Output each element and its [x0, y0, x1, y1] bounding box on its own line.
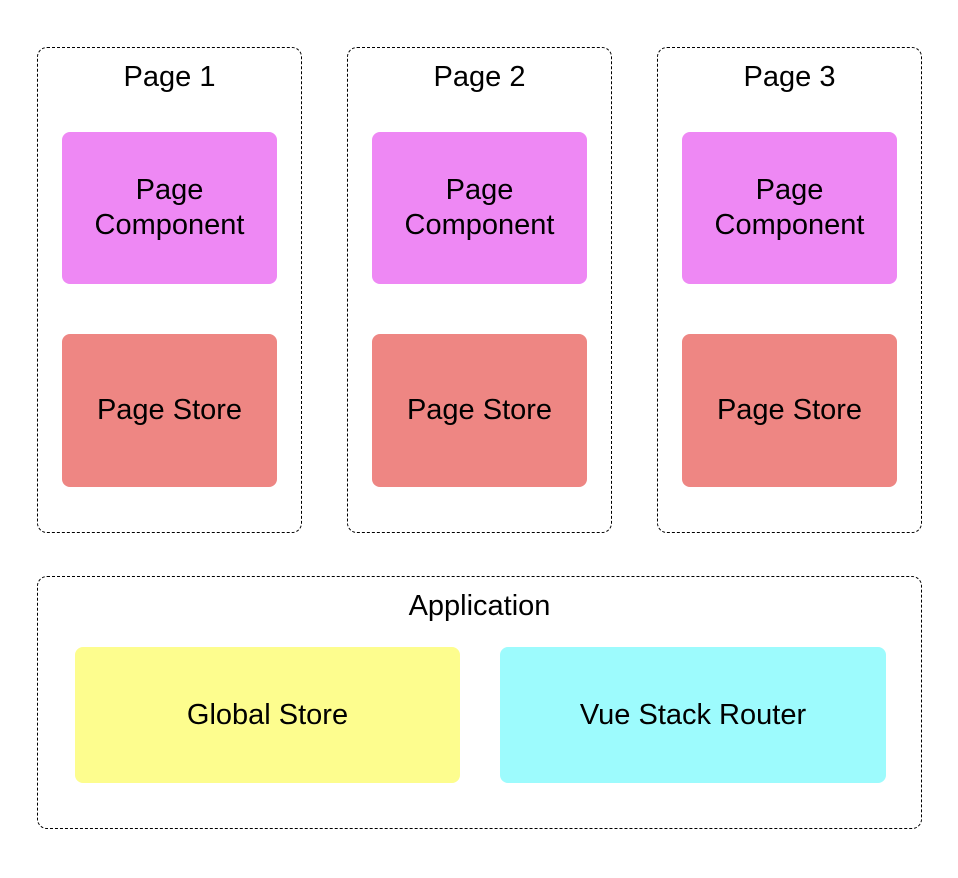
page-2-component: Page Component	[372, 132, 587, 284]
page-1-title: Page 1	[123, 61, 216, 93]
page-1-component-label: Page Component	[94, 174, 245, 241]
vue-stack-router-label: Vue Stack Router	[579, 698, 807, 731]
page-2-title: Page 2	[433, 61, 526, 93]
page-3-store-label: Page Store	[716, 394, 863, 426]
application-group: Application Global Store Vue Stack Route…	[37, 576, 922, 829]
page-2-group: Page 2 Page Component Page Store	[347, 47, 612, 533]
page-3-component-label: Page Component	[714, 174, 865, 241]
global-store: Global Store	[75, 647, 460, 783]
global-store-label: Global Store	[186, 698, 349, 731]
page-1-store-label: Page Store	[96, 394, 243, 426]
page-2-component-label: Page Component	[404, 174, 555, 241]
application-title: Application	[408, 590, 551, 622]
page-2-store-label: Page Store	[406, 394, 553, 426]
page-1-component: Page Component	[62, 132, 277, 284]
page-3-store: Page Store	[682, 334, 897, 487]
vue-stack-router: Vue Stack Router	[500, 647, 886, 783]
page-3-title: Page 3	[743, 61, 836, 93]
page-2-store: Page Store	[372, 334, 587, 487]
page-1-group: Page 1 Page Component Page Store	[37, 47, 302, 533]
page-3-group: Page 3 Page Component Page Store	[657, 47, 922, 533]
page-3-component: Page Component	[682, 132, 897, 284]
page-1-store: Page Store	[62, 334, 277, 487]
